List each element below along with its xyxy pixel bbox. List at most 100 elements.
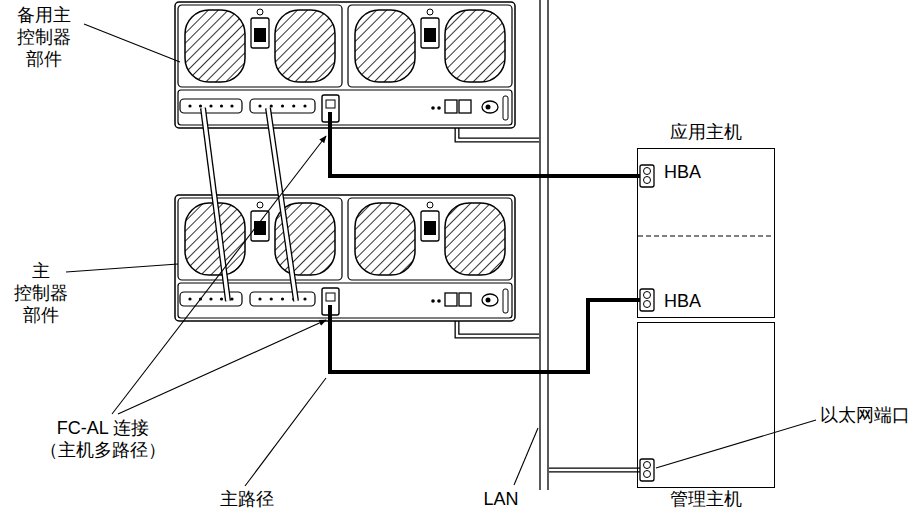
- ethernet-cable: [549, 468, 640, 473]
- ethernet-port: [445, 100, 457, 113]
- leader-line: [656, 420, 816, 468]
- loop-connector: [180, 292, 242, 306]
- connector-pin: [258, 297, 261, 300]
- leader-line: [66, 264, 178, 272]
- led: [437, 299, 441, 303]
- status-dot: [486, 105, 491, 110]
- fan-grille: [185, 10, 245, 82]
- connector-pin: [303, 104, 306, 107]
- led: [431, 299, 435, 303]
- host-port-slot: [326, 293, 335, 301]
- hba-port-jack: [644, 177, 651, 184]
- serial-port: [459, 293, 471, 306]
- fan-module: [348, 198, 512, 280]
- status-dot: [486, 298, 491, 303]
- fan-grille: [445, 10, 505, 82]
- connector-pin: [258, 104, 261, 107]
- part-label: 以太网端口: [816, 404, 914, 426]
- fan-module: [348, 5, 512, 87]
- power-switch: [427, 202, 433, 208]
- part-label: 主 控制器 部件: [10, 260, 72, 326]
- connector-pin: [188, 104, 191, 107]
- fan-module: [178, 198, 342, 280]
- part-label: 备用主 控制器 部件: [4, 4, 84, 70]
- ethernet-port-icon-jack: [644, 462, 651, 469]
- leader-line: [514, 428, 538, 485]
- hba-port-jack: [644, 168, 651, 175]
- leader-line: [112, 136, 326, 414]
- fan-grille: [275, 10, 335, 82]
- housing: [175, 2, 515, 128]
- latch: [503, 289, 508, 313]
- host-box: 应用主机HBAHBA: [637, 148, 775, 318]
- connector-pin: [209, 297, 212, 300]
- ethernet-port: [445, 293, 457, 306]
- status-port: [482, 294, 498, 306]
- leader-line: [118, 320, 326, 414]
- interconnect-cable-core: [268, 108, 296, 301]
- power-socket: [424, 221, 436, 235]
- connector-pin: [230, 104, 233, 107]
- host-title: 应用主机: [670, 121, 742, 143]
- master-controller-unit: [175, 195, 515, 321]
- hba-port: [640, 165, 654, 187]
- power-inlet: [421, 211, 439, 241]
- hba-port-jack: [644, 292, 651, 299]
- loop-connector: [250, 99, 315, 113]
- ethernet-port-icon: [640, 459, 654, 481]
- connector-pin: [270, 104, 273, 107]
- lan-line: [539, 0, 540, 490]
- power-inlet: [251, 18, 269, 48]
- part-label: FC-AL 连接 （主机多路径）: [28, 417, 178, 461]
- connector-pin: [199, 104, 202, 107]
- controller-strip: [178, 90, 512, 125]
- interconnect-cable: [268, 108, 296, 301]
- power-socket: [254, 28, 266, 42]
- led: [437, 106, 441, 110]
- part-label: 主路径: [212, 488, 282, 510]
- fan-grille: [445, 203, 505, 275]
- hba-port-jack: [644, 301, 651, 308]
- power-socket: [424, 28, 436, 42]
- standby-controller-unit: [175, 2, 515, 128]
- leader-line: [245, 378, 326, 486]
- connector-pin: [188, 297, 191, 300]
- loop-connector: [180, 99, 242, 113]
- ethernet-cable-core: [549, 469, 640, 471]
- housing: [175, 195, 515, 321]
- host-port-slot: [326, 100, 335, 108]
- power-inlet: [421, 18, 439, 48]
- connector-pin: [270, 297, 273, 300]
- interconnect-cable: [203, 108, 228, 301]
- fc-cable: [330, 300, 641, 372]
- host-box: 管理主机: [637, 322, 775, 488]
- serial-port: [459, 100, 471, 113]
- power-switch: [427, 9, 433, 15]
- port-label: HBA: [664, 161, 701, 183]
- connector-pin: [281, 104, 284, 107]
- port-label: HBA: [664, 290, 701, 312]
- power-switch: [257, 202, 263, 208]
- host-title: 管理主机: [670, 488, 742, 510]
- fc-cable: [330, 112, 641, 176]
- leader-line: [84, 24, 180, 62]
- status-port: [482, 101, 498, 113]
- fan-grille: [355, 10, 415, 82]
- host-divider: [638, 236, 774, 237]
- fan-grille: [355, 203, 415, 275]
- part-label: LAN: [478, 488, 524, 510]
- connector-pin: [292, 104, 295, 107]
- interconnect-cable-core: [203, 108, 228, 301]
- power-switch: [257, 9, 263, 15]
- led: [431, 106, 435, 110]
- connector-pin: [281, 297, 284, 300]
- hba-port: [640, 289, 654, 311]
- connector-pin: [220, 104, 223, 107]
- ethernet-port-icon-jack: [644, 471, 651, 478]
- latch: [503, 96, 508, 120]
- loop-connector: [250, 292, 315, 306]
- connector-pin: [209, 104, 212, 107]
- lan-line: [547, 0, 548, 490]
